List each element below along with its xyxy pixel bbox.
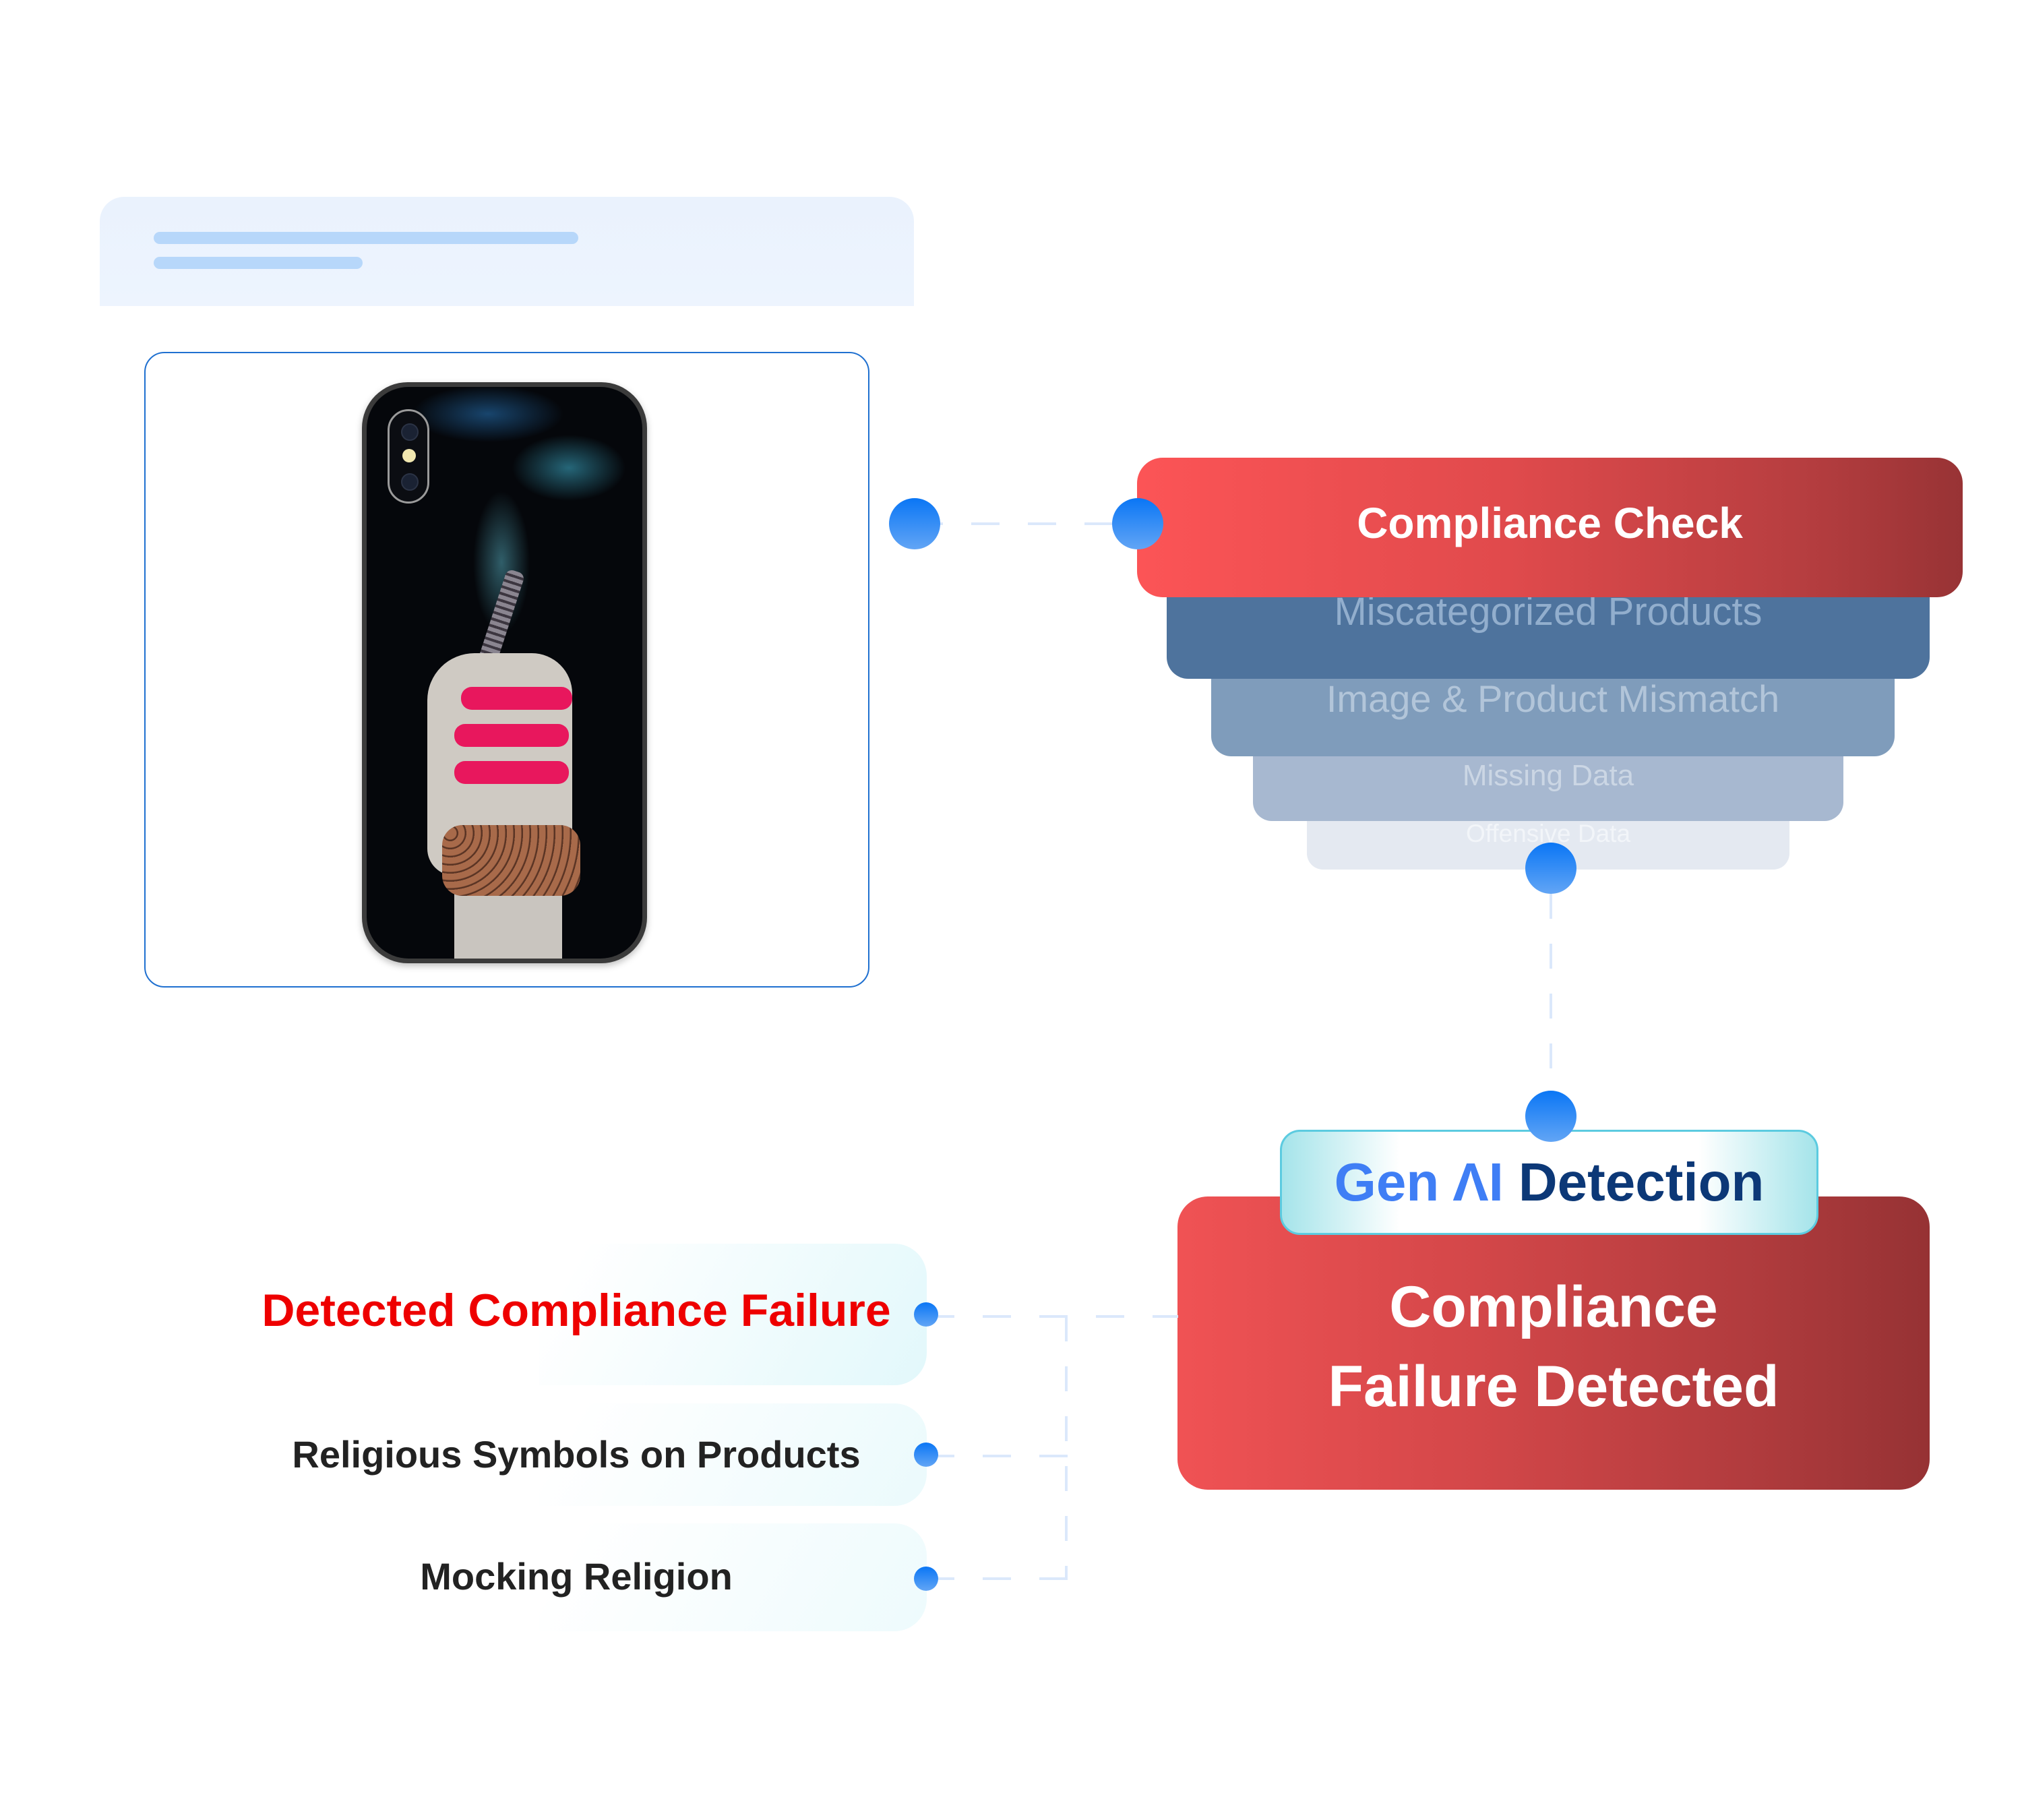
funnel-tier-missing-data[interactable]: Missing Data xyxy=(1253,748,1843,821)
finding-bg xyxy=(539,1523,927,1631)
compliance-check-title: Compliance Check xyxy=(1357,498,1743,547)
badge-detection-text: Detection xyxy=(1518,1152,1765,1212)
connector-dot-icon xyxy=(889,498,940,549)
badge-gen-text: Gen xyxy=(1334,1152,1440,1212)
connector-dot-icon xyxy=(1525,843,1576,894)
compliance-failure-result: Compliance Failure Detected xyxy=(1177,1196,1930,1490)
funnel-tier-image-product-mismatch[interactable]: Image & Product Mismatch xyxy=(1211,667,1895,756)
finding-bg xyxy=(539,1403,927,1506)
tilak-stripe xyxy=(461,687,572,710)
badge-ai-text: ΛI xyxy=(1452,1152,1504,1212)
tilak-stripe xyxy=(454,724,569,747)
connector-line xyxy=(1550,894,1552,1091)
connector-line xyxy=(915,522,1137,525)
placeholder-line-subtitle xyxy=(154,257,363,269)
finding-dot-icon xyxy=(914,1567,938,1591)
result-line-1: Compliance xyxy=(1389,1274,1718,1339)
finding-detected-compliance-failure: Detected Compliance Failure xyxy=(262,1285,891,1336)
connector-dot-icon xyxy=(1112,498,1163,549)
flash-icon xyxy=(402,449,416,462)
finding-highlight-bg xyxy=(539,1244,927,1385)
tier-label: Image & Product Mismatch xyxy=(1326,677,1780,720)
finding-dot-icon xyxy=(914,1443,938,1467)
camera-lens-icon xyxy=(401,423,419,441)
connector-line xyxy=(1065,1316,1068,1580)
finding-religious-symbols: Religious Symbols on Products xyxy=(292,1433,861,1476)
placeholder-line-title xyxy=(154,232,578,244)
camera-lens-icon xyxy=(401,473,419,491)
wrist-graphic xyxy=(454,892,562,959)
gen-ai-detection-badge: Gen ΛI Detection xyxy=(1280,1130,1818,1235)
camera-module-icon xyxy=(388,409,429,504)
compliance-check-header[interactable]: Compliance Check xyxy=(1137,458,1963,597)
tilak-stripe xyxy=(454,761,569,784)
finding-mocking-religion: Mocking Religion xyxy=(420,1555,733,1598)
connector-dot-icon xyxy=(1525,1091,1576,1142)
result-line-2: Failure Detected xyxy=(1328,1354,1779,1419)
listing-header-placeholder xyxy=(100,197,914,306)
connector-line xyxy=(926,1315,1178,1318)
tier-label: Missing Data xyxy=(1462,759,1634,792)
rudraksha-beads-graphic xyxy=(442,825,580,896)
connector-line xyxy=(926,1455,1068,1457)
connector-line xyxy=(926,1577,1068,1580)
phone-case-product-image xyxy=(362,382,647,963)
finding-dot-icon xyxy=(914,1302,938,1327)
